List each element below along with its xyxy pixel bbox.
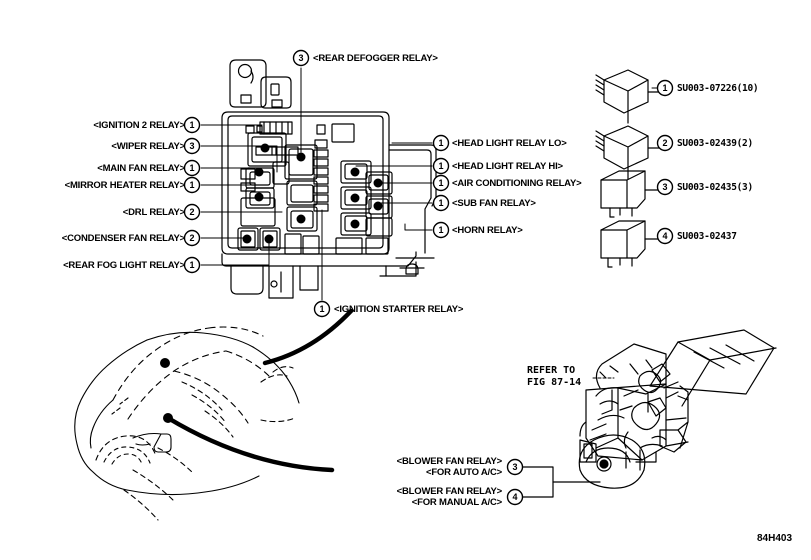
callout-label-sub-fan-relay: <SUB FAN RELAY> [452, 198, 536, 209]
callout-circle-left-3 [183, 176, 201, 194]
callout-circle-top [292, 49, 310, 67]
callout-num-ignition-2-relay: 1 [189, 120, 195, 130]
callout-label-air-conditioning-relay: <AIR CONDITIONING RELAY> [452, 178, 582, 189]
callout-num-sub-fan-relay: 1 [438, 198, 444, 208]
car-illustration [74, 326, 300, 521]
hvac-unit [578, 329, 777, 489]
callout-label-main-fan-relay: <MAIN FAN RELAY> [97, 163, 185, 174]
callout-num-head-light-relay-lo: 1 [438, 138, 444, 148]
callout-label-rear-fog-light-relay: <REAR FOG LIGHT RELAY> [63, 260, 185, 271]
callout-circle-right-2 [432, 174, 450, 192]
callout-num-horn-relay: 1 [438, 225, 444, 235]
callout-num-main-fan-relay: 1 [189, 163, 195, 173]
car-pointer-lines [165, 308, 354, 473]
callout-circle-left-2 [183, 159, 201, 177]
leader-dot-top [296, 152, 306, 162]
callout-circle-left-4 [183, 203, 201, 221]
callout-num-drl-relay: 2 [189, 207, 195, 217]
legend-part-2: SU003-02435(3) [677, 182, 753, 193]
blower-label-auto-line1: <BLOWER FAN RELAY> [396, 456, 503, 467]
legend-num-3: 4 [662, 231, 668, 241]
callout-label-drl-relay: <DRL RELAY> [122, 207, 185, 218]
legend-num-0: 1 [662, 83, 668, 93]
legend-icon-2 [595, 125, 661, 180]
legend-circle-3 [656, 227, 674, 245]
legend-icon-1 [595, 69, 661, 124]
blower-circle-0 [506, 458, 524, 476]
callout-num-rear-fog-light-relay: 1 [189, 260, 195, 270]
fuse-box-mount-tabs [229, 59, 292, 109]
blower-callout-bracket [522, 466, 601, 498]
leader-lines-right [355, 142, 433, 231]
callout-circle-left-0 [183, 116, 201, 134]
callout-circle-left-1 [183, 137, 201, 155]
legend-circle-0 [656, 79, 674, 97]
leader-dots-right [350, 167, 383, 229]
legend-part-1: SU003-02439(2) [677, 138, 753, 149]
callout-num-wiper-relay: 3 [189, 141, 195, 151]
legend-num-2: 3 [662, 182, 668, 192]
fuse-box-sockets-right [335, 160, 393, 255]
callout-label-horn-relay: <HORN RELAY> [452, 225, 523, 236]
legend-circle-2 [656, 178, 674, 196]
callout-label-head-light-relay-hi: <HEAD LIGHT RELAY HI> [452, 161, 563, 172]
blower-label-manual-line2: <FOR MANUAL A/C> [411, 497, 502, 508]
callout-circle-right-0 [432, 134, 450, 152]
callout-circle-left-6 [183, 256, 201, 274]
callout-circle-bottom [313, 300, 331, 318]
callout-circle-left-5 [183, 229, 201, 247]
blower-circle-1 [506, 488, 524, 506]
callout-label-ignition-2-relay: <IGNITION 2 RELAY> [93, 120, 185, 131]
refer-to-note: REFER TO FIG 87-14 [527, 365, 582, 388]
leader-dots-left [242, 143, 306, 244]
callout-num-rear-defogger-relay: 3 [298, 53, 304, 63]
callout-circle-right-1 [432, 157, 450, 175]
callout-num-head-light-relay-hi: 1 [438, 161, 444, 171]
car-pointer-dots [160, 358, 173, 423]
blower-label-manual-line1: <BLOWER FAN RELAY> [396, 486, 503, 497]
blower-num-manual: 4 [512, 492, 518, 502]
callout-num-condenser-fan-relay: 2 [189, 233, 195, 243]
fuse-box-sockets-left [237, 121, 320, 255]
callout-label-mirror-heater-relay: <MIRROR HEATER RELAY> [64, 180, 186, 191]
leader-lines-left [200, 124, 283, 266]
blower-label-auto-line2: <FOR AUTO A/C> [425, 467, 502, 478]
fuse-box-lower-housing [230, 257, 435, 299]
callout-label-condenser-fan-relay: <CONDENSER FAN RELAY> [61, 233, 185, 244]
blower-num-auto: 3 [512, 462, 518, 472]
legend-part-3: SU003-02437 [677, 231, 737, 242]
callout-label-ignition-starter-relay: <IGNITION STARTER RELAY> [334, 304, 464, 315]
figure-id: 84H403 [757, 533, 793, 544]
callout-num-ignition-starter-relay: 1 [319, 304, 325, 314]
callout-num-air-conditioning-relay: 1 [438, 178, 444, 188]
fuse-box-fuse-strip [313, 123, 355, 212]
callout-circle-right-3 [432, 194, 450, 212]
legend-num-1: 2 [662, 138, 668, 148]
callout-label-rear-defogger-relay: <REAR DEFOGGER RELAY> [313, 53, 438, 64]
legend-part-0: SU003-07226(10) [677, 83, 759, 94]
callout-num-mirror-heater-relay: 1 [189, 180, 195, 190]
legend-circle-1 [656, 134, 674, 152]
callout-label-head-light-relay-lo: <HEAD LIGHT RELAY LO> [452, 138, 567, 149]
callout-circle-right-4 [432, 221, 450, 239]
callout-label-wiper-relay: <WIPER RELAY> [111, 141, 185, 152]
